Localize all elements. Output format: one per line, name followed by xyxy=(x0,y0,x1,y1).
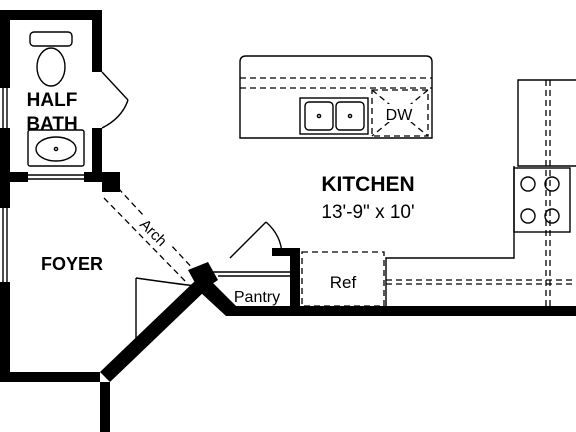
pantry-top-wall xyxy=(272,248,294,256)
arch-label-group: Arch xyxy=(134,212,174,252)
toilet-bowl-icon xyxy=(36,47,66,87)
foyer-diagonal-wall xyxy=(100,280,206,382)
cooktop-icon xyxy=(513,167,571,233)
dishwasher-cross-2 xyxy=(371,89,429,137)
bath-door-swing-arc xyxy=(101,99,129,129)
kitchen-dimensions: 13'-9" x 10' xyxy=(321,202,414,223)
pantry-door-swing-arc xyxy=(265,221,283,257)
foyer-door-swing-arc xyxy=(135,277,197,287)
refrigerator-box xyxy=(301,251,385,307)
half-bath-fixtures xyxy=(27,31,129,167)
half-bath-top-wall xyxy=(0,10,102,20)
double-sink-icon xyxy=(299,97,369,135)
sink-drain-icon xyxy=(53,146,59,152)
dishwasher-label: DW xyxy=(386,107,414,124)
counter-upper xyxy=(517,79,576,167)
toilet-tank-icon xyxy=(29,31,73,47)
sink-basin-left-icon xyxy=(304,101,334,131)
island-outline xyxy=(239,55,433,139)
half-bath-right-wall-lower xyxy=(92,128,102,180)
sink-drain-right-icon xyxy=(347,113,353,119)
pantry-label: Pantry xyxy=(234,289,280,306)
refrigerator: Ref xyxy=(301,251,385,307)
foyer-bottom-wall xyxy=(0,372,100,382)
sink-basin-right-icon xyxy=(335,101,365,131)
burner-icon xyxy=(520,176,536,192)
half-bath-label-line2: BATH xyxy=(26,114,77,135)
pantry-right-wall xyxy=(290,248,300,310)
half-bath-right-wall-upper xyxy=(92,10,102,72)
burner-icon xyxy=(520,208,536,224)
half-bath-label-line1: HALF xyxy=(27,90,78,111)
foyer-top-window xyxy=(28,172,84,182)
bath-door-leaf xyxy=(101,71,129,101)
bath-window xyxy=(0,88,10,128)
kitchen-label: KITCHEN xyxy=(321,173,414,196)
refrigerator-label: Ref xyxy=(330,273,357,292)
sink-drain-left-icon xyxy=(316,113,322,119)
walls xyxy=(0,10,576,432)
pantry-door-leaf xyxy=(229,221,267,259)
vanity-icon xyxy=(27,129,85,167)
foyer-door xyxy=(135,277,197,349)
kitchen-bottom-wall xyxy=(226,306,576,316)
burner-icon xyxy=(544,208,560,224)
pantry xyxy=(212,221,290,277)
foyer-label: FOYER xyxy=(41,254,103,274)
hall-left-wall xyxy=(100,382,110,432)
burner-icon xyxy=(544,176,560,192)
kitchen-counter xyxy=(385,79,576,306)
arch-left-post xyxy=(102,172,120,192)
sink-icon xyxy=(35,136,77,162)
kitchen-island: DW xyxy=(239,55,433,139)
foyer-side-window xyxy=(0,208,10,282)
dishwasher-cross-1 xyxy=(371,89,429,137)
arch-opening xyxy=(103,187,197,283)
dishwasher-box xyxy=(371,89,429,137)
